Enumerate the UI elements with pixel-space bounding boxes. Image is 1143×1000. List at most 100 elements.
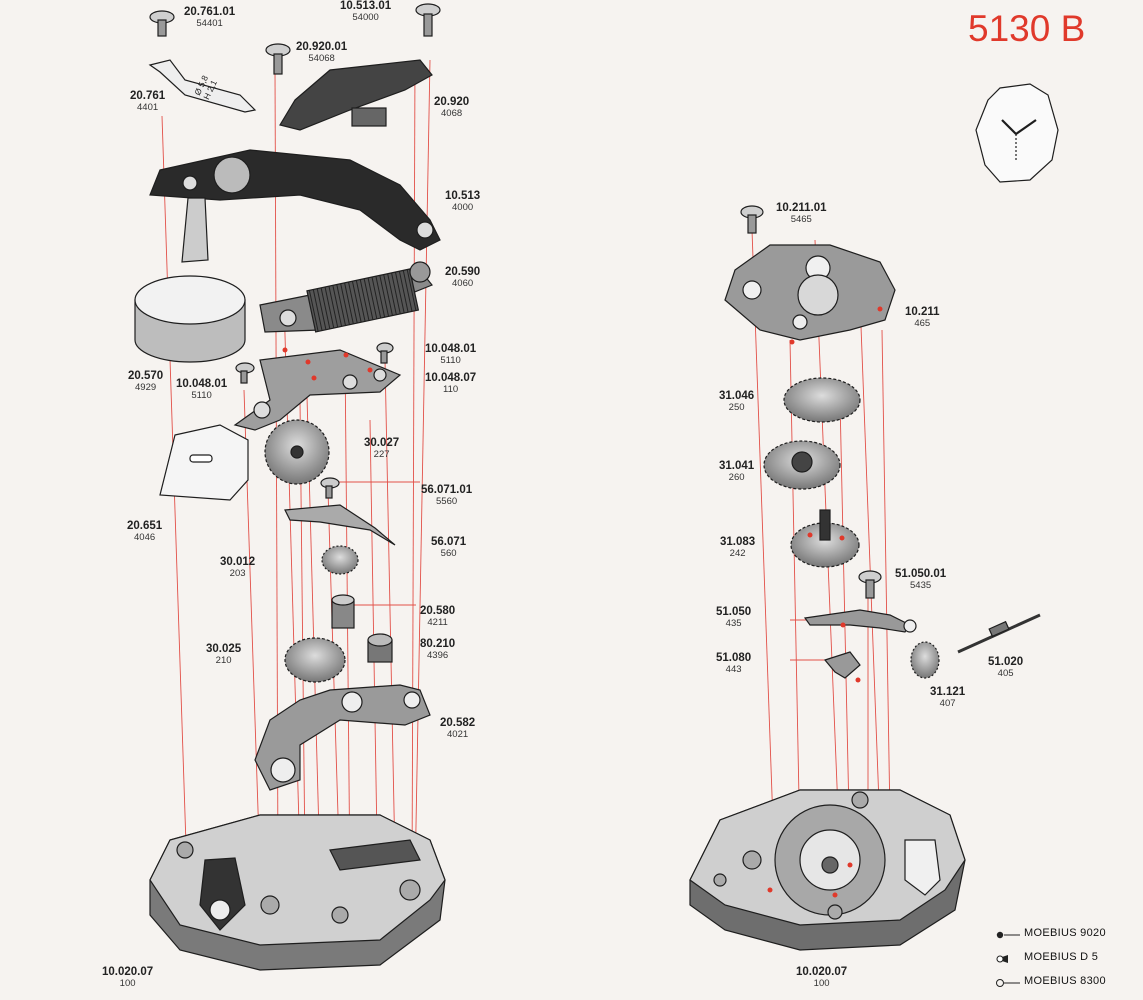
dial-icon <box>975 83 1059 183</box>
part-number: 100 <box>119 978 136 990</box>
oil-ring-icon <box>996 979 1020 987</box>
wheel-31046 <box>783 377 861 423</box>
main-plate-right <box>689 789 966 951</box>
part-ref: 30.027 <box>364 437 400 449</box>
part-ref: 30.012 <box>220 556 256 568</box>
part-number: 242 <box>729 548 746 560</box>
part-number: 54000 <box>352 12 379 24</box>
part-number: 54068 <box>308 53 335 65</box>
part-ref: 20.761 <box>130 90 166 102</box>
part-number: 5465 <box>790 214 812 226</box>
legend-label: MOEBIUS D 5 <box>1024 951 1099 963</box>
part-ref: 20.761.01 <box>184 6 236 18</box>
part-ref: 20.580 <box>420 605 456 617</box>
left-assembly <box>134 3 446 971</box>
setting-lever-part <box>803 609 911 633</box>
part-ref: 31.046 <box>719 390 755 402</box>
legend-item: MOEBIUS 9020 <box>992 925 1142 949</box>
coil-part <box>259 261 433 333</box>
main-plate-left <box>149 814 446 971</box>
part-ref: 31.083 <box>720 536 756 548</box>
part-number: 407 <box>939 698 956 710</box>
legend-item: MOEBIUS D 5 <box>992 949 1142 973</box>
screw-icon <box>149 3 441 75</box>
rotor-part <box>331 594 355 629</box>
part-number: 435 <box>725 618 742 630</box>
part-ref: 10.513.01 <box>340 0 392 12</box>
part-number: 4000 <box>452 202 474 214</box>
spring-part <box>148 59 257 113</box>
part-number: 203 <box>229 568 246 580</box>
bridge-part <box>279 59 433 131</box>
part-number: 443 <box>725 664 742 676</box>
part-ref: 10.211 <box>905 306 940 318</box>
wheel-30012 <box>321 545 359 575</box>
part-ref: 80.210 <box>420 638 456 650</box>
part-number: 250 <box>728 402 745 414</box>
part-number: 5110 <box>191 390 212 402</box>
right-assembly <box>689 205 1041 951</box>
oil-dot-filled-icon <box>996 931 1020 939</box>
part-number: 100 <box>813 978 830 990</box>
legend-label: MOEBIUS 9020 <box>1024 927 1106 939</box>
wheel-bridge-part <box>233 349 402 431</box>
part-number: 4046 <box>134 532 156 544</box>
part-number: 4211 <box>427 617 448 629</box>
part-ref: 10.048.01 <box>176 378 228 390</box>
part-number: 465 <box>914 318 931 330</box>
part-ref: 20.582 <box>440 717 476 729</box>
part-ref: 20.590 <box>445 266 481 278</box>
part-ref: 20.920.01 <box>296 41 348 53</box>
part-ref: 56.071 <box>431 536 467 548</box>
part-ref: 10.048.07 <box>425 372 477 384</box>
part-number: 4929 <box>135 382 157 394</box>
battery-part <box>134 275 246 363</box>
part-ref: 10.211.01 <box>776 202 827 214</box>
part-number: 4060 <box>452 278 474 290</box>
part-number: 4401 <box>137 102 159 114</box>
part-ref: 51.080 <box>716 652 752 664</box>
clutch-wheel-part <box>910 641 940 679</box>
part-ref: 31.121 <box>930 686 966 698</box>
part-number: 5560 <box>436 496 458 508</box>
legend-label: MOEBIUS 8300 <box>1024 975 1106 987</box>
reference-dots-left <box>282 347 373 381</box>
part-number: 5435 <box>910 580 932 592</box>
stator-bridge-part <box>254 684 431 791</box>
part-ref: 20.920 <box>434 96 470 108</box>
yoke-part <box>823 651 861 679</box>
part-number: 210 <box>215 655 232 667</box>
part-ref: 51.050.01 <box>895 568 947 580</box>
legend-item: MOEBIUS 8300 <box>992 973 1142 997</box>
part-ref: 31.041 <box>719 460 755 472</box>
part-number: 4396 <box>427 650 449 662</box>
part-ref: 56.071.01 <box>421 484 473 496</box>
lever-part <box>284 504 396 546</box>
reference-dots-right <box>767 306 883 898</box>
part-ref: 10.020.07 <box>796 966 848 978</box>
part-ref: 10.048.01 <box>425 343 477 355</box>
oil-drop-icon <box>996 955 1008 963</box>
part-number: 260 <box>728 472 745 484</box>
